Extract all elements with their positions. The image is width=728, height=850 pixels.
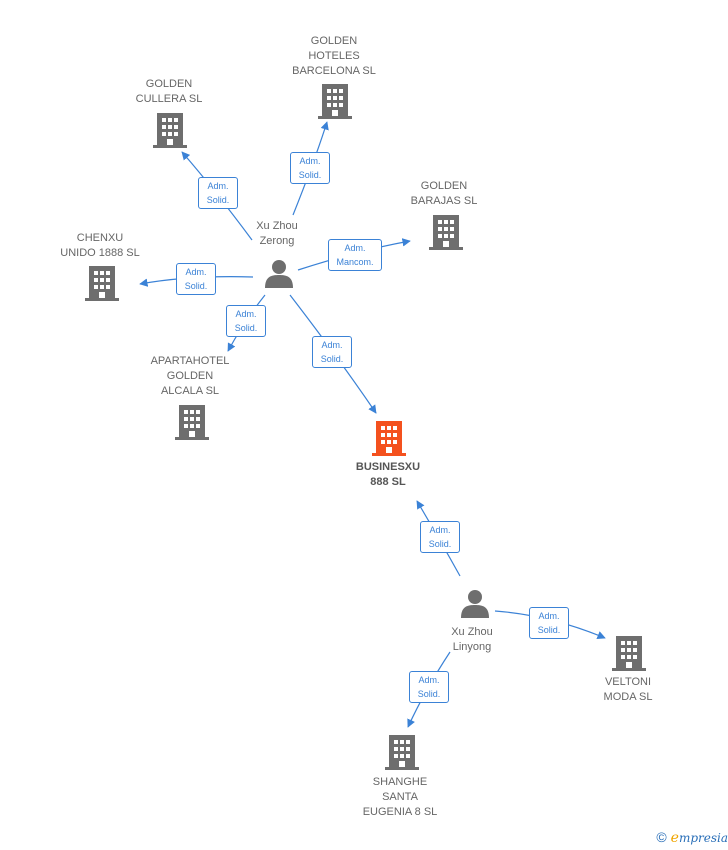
brand-logo-text: mpresia — [678, 831, 728, 845]
building-icon[interactable] — [612, 636, 646, 671]
person-label-xu-zhou-zerong[interactable]: Xu Zhou Zerong — [256, 220, 298, 247]
relation-badge[interactable]: Adm. Solid. — [529, 607, 569, 639]
relation-badge[interactable]: Adm. Solid. — [409, 671, 449, 703]
building-icon[interactable] — [318, 84, 352, 119]
person-icon[interactable] — [265, 260, 293, 288]
building-icon[interactable] — [175, 405, 209, 440]
relation-badge[interactable]: Adm. Solid. — [290, 152, 330, 184]
company-label-golden-hoteles-barcelona[interactable]: GOLDEN HOTELES BARCELONA SL — [292, 35, 376, 77]
relation-badge[interactable]: Adm. Mancom. — [328, 239, 382, 271]
relation-badge[interactable]: Adm. Solid. — [176, 263, 216, 295]
relation-badge[interactable]: Adm. Solid. — [420, 521, 460, 553]
building-icon[interactable] — [429, 215, 463, 250]
relation-badge[interactable]: Adm. Solid. — [312, 336, 352, 368]
company-label-chenxu-unido[interactable]: CHENXU UNIDO 1888 SL — [60, 232, 140, 259]
person-label-xu-zhou-linyong[interactable]: Xu Zhou Linyong — [451, 626, 493, 653]
building-icon[interactable] — [85, 266, 119, 301]
brand-footer[interactable]: ©empresia — [656, 829, 728, 846]
company-label-golden-barajas[interactable]: GOLDEN BARAJAS SL — [410, 180, 478, 207]
company-label-veltoni-moda[interactable]: VELTONI MODA SL — [603, 676, 653, 703]
company-label-shanghe-santa-eugenia[interactable]: SHANGHE SANTA EUGENIA 8 SL — [362, 776, 438, 818]
copyright-icon: © — [656, 829, 667, 845]
brand-logo-initial: e — [670, 830, 679, 846]
focus-building-icon[interactable] — [372, 421, 406, 456]
relation-badge[interactable]: Adm. Solid. — [226, 305, 266, 337]
relation-badge[interactable]: Adm. Solid. — [198, 177, 238, 209]
company-label-apartahotel-golden-alcala[interactable]: APARTAHOTEL GOLDEN ALCALA SL — [150, 355, 230, 397]
person-icon[interactable] — [461, 590, 489, 618]
company-label-golden-cullera[interactable]: GOLDEN CULLERA SL — [135, 78, 203, 105]
company-label-businesxu[interactable]: BUSINESXU 888 SL — [355, 461, 421, 488]
building-icon[interactable] — [153, 113, 187, 148]
building-icon[interactable] — [385, 735, 419, 770]
